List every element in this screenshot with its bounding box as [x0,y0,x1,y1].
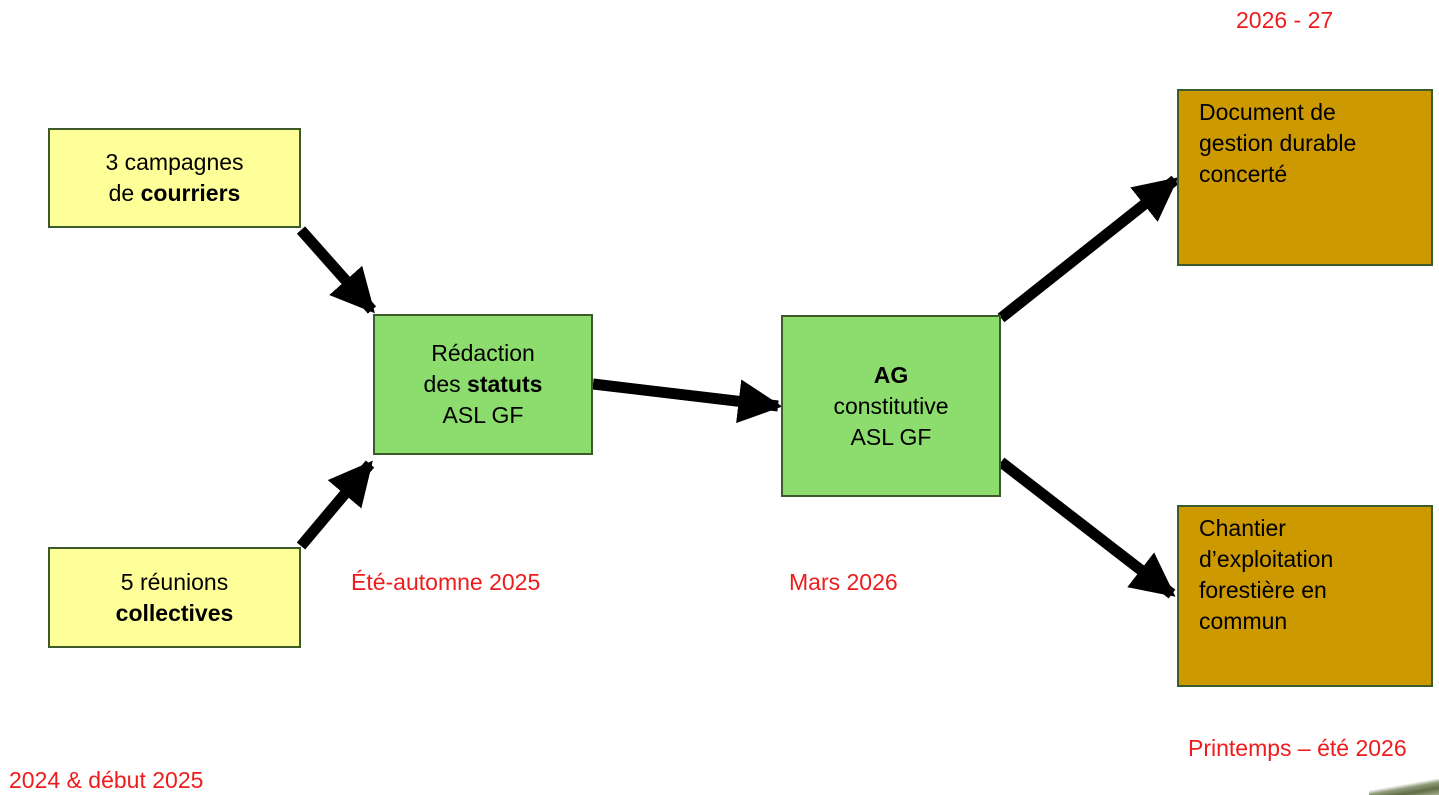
date-ag: Mars 2026 [789,569,898,595]
reunions-line2-bold: collectives [115,599,234,626]
statuts-box: Rédaction des statuts ASL GF [373,314,593,455]
date-early: 2024 & début 2025 [9,767,204,793]
document-line1: Document de [1199,99,1336,125]
chantier-box: Chantier d’exploitation forestière en co… [1177,505,1433,687]
courriers-line1: 3 campagnes [105,149,244,175]
statuts-line2-prefix: des [423,371,468,397]
arrow-reunions-to-statuts [296,460,375,550]
ag-box: AG constitutive ASL GF [781,315,1001,497]
date-document: 2026 - 27 [1236,7,1334,33]
courriers-box: 3 campagnes de courriers [48,128,301,228]
ag-line1-bold: AG [873,361,909,388]
chantier-line1: Chantier [1199,515,1286,541]
corner-image-fragment [1369,779,1439,795]
arrow-ag-to-chantier [997,457,1176,599]
statuts-line2: des statuts [424,369,543,400]
ag-line2: constitutive [833,392,949,419]
document-box: Document de gestion durable concerté [1177,89,1433,266]
chantier-line3: forestière en [1199,577,1327,603]
date-chantier: Printemps – été 2026 [1188,735,1407,761]
arrow-ag-to-document [997,175,1179,323]
courriers-line2-prefix: de [108,180,141,206]
chantier-line2: d’exploitation [1199,546,1334,572]
courriers-line2-bold: courriers [140,180,241,206]
chantier-line4: commun [1199,608,1288,634]
statuts-line1: Rédaction [431,340,535,366]
courriers-line2: de courriers [109,178,241,209]
arrow-courriers-to-statuts [296,226,377,314]
document-line2: gestion durable [1199,130,1357,156]
statuts-line3: ASL GF [442,402,524,428]
arrow-statuts-to-ag [592,378,783,424]
document-line3: concerté [1199,161,1288,187]
reunions-line1: 5 réunions [120,568,229,595]
statuts-line2-bold: statuts [467,371,543,397]
date-statuts: Été-automne 2025 [351,569,541,595]
ag-line3: ASL GF [850,423,932,450]
reunions-box: 5 réunions collectives [48,547,301,648]
